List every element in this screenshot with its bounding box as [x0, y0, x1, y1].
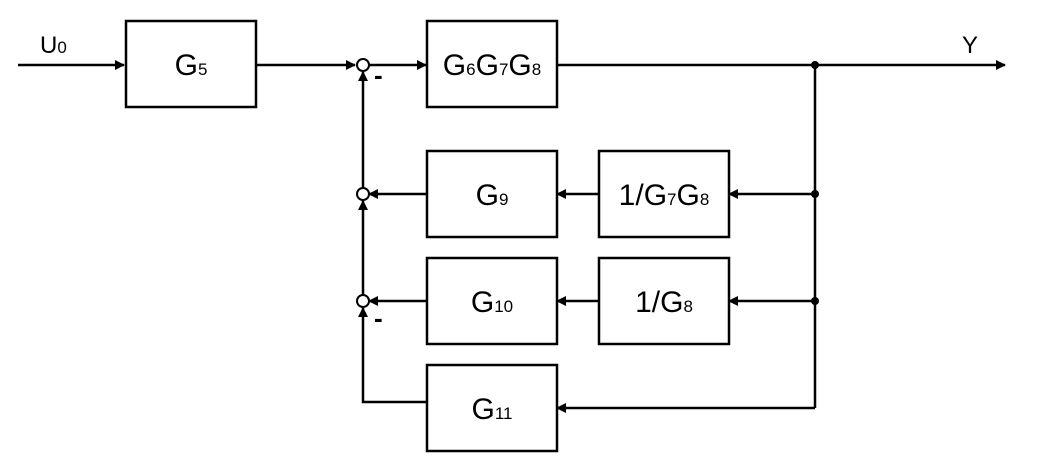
inv78-label-part-0-sub: 7 [667, 190, 676, 209]
block-inv-g8-label: 1/G8 [635, 286, 693, 319]
output-signal-label: Y [962, 32, 978, 59]
block-g6g7g8: G6G7G8 [425, 19, 559, 109]
minus-sign-bottom: - [374, 303, 383, 333]
g10-label-part-0-main: G [471, 286, 494, 319]
g11-label-part-0-main: G [472, 393, 495, 426]
g678-label-part-0-main: G [443, 49, 466, 82]
block-g6g7g8-label: G6G7G8 [443, 49, 541, 82]
g11-label-part-0-sub: 11 [495, 404, 513, 423]
g678-label-part-2-sub: 8 [532, 60, 541, 79]
block-g10-label: G10 [471, 286, 513, 319]
inv78-label-part-0-main: 1/G [619, 179, 667, 212]
g5-label-part-0-sub: 5 [198, 60, 207, 79]
inv78-label-part-1-main: G [677, 179, 700, 212]
block-inv-g7g8: 1/G7G8 [597, 149, 731, 239]
g678-label-part-2-main: G [508, 49, 531, 82]
g5-label-part-0-main: G [175, 49, 198, 82]
block-g10: G10 [425, 256, 559, 346]
g678-label-part-1-main: G [476, 49, 499, 82]
block-g5-label: G5 [175, 49, 208, 82]
g9-label-part-0-sub: 9 [499, 190, 508, 209]
g678-label-part-1-sub: 7 [499, 60, 508, 79]
block-g9-label: G9 [476, 179, 509, 212]
branch-point-bottom [811, 297, 819, 305]
summing-junction-middle [356, 187, 370, 201]
input-signal-main: U [40, 32, 57, 59]
summing-junction-bottom [356, 294, 370, 308]
summing-junction-top [356, 58, 370, 72]
g9-label-part-0-main: G [476, 179, 499, 212]
inv8-label-part-0-main: 1/G [635, 286, 683, 319]
block-inv-g7g8-label: 1/G7G8 [619, 179, 710, 212]
block-inv-g8: 1/G8 [597, 256, 731, 346]
inv8-label-part-0-sub: 8 [683, 297, 692, 316]
g678-label-part-0-sub: 6 [466, 60, 475, 79]
input-signal-label: U0 [40, 32, 67, 59]
connection-lines [18, 60, 1006, 413]
block-g11-label: G11 [472, 393, 513, 426]
minus-sign-top: - [374, 60, 383, 90]
block-g5: G5 [124, 19, 258, 109]
wire-g11-to-sum3 [358, 307, 427, 404]
inv78-label-part-1-sub: 8 [700, 190, 709, 209]
block-g9: G9 [425, 149, 559, 239]
g10-label-part-0-sub: 10 [494, 297, 513, 316]
branch-point-middle [811, 190, 819, 198]
branch-point-output [811, 61, 819, 69]
input-signal-sub: 0 [57, 38, 66, 57]
block-g11: G11 [425, 363, 559, 453]
